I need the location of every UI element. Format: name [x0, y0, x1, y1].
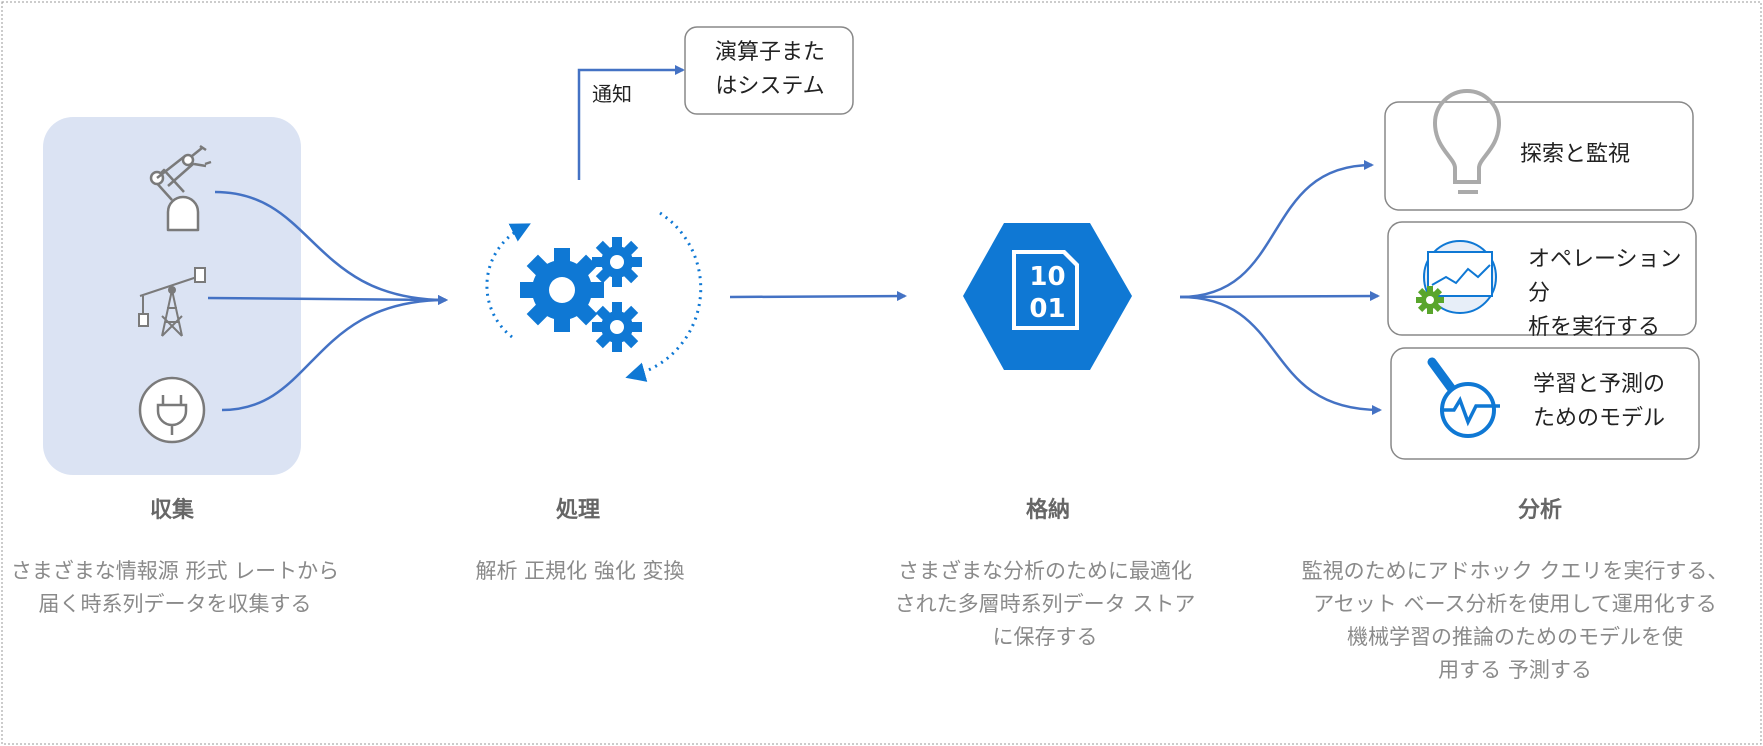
binary-digits-top: 10 [1029, 262, 1066, 292]
analysis-label-operations: オペレーション分 析を実行する [1528, 247, 1682, 340]
oil-pump-icon [138, 267, 206, 337]
analysis-label-explore: 探索と監視 [1520, 142, 1631, 167]
stage-desc-collect: さまざまな情報源 形式 レートから 届く時系列データを収集する [10, 559, 340, 616]
collect-arrow-bottom [221, 295, 448, 412]
stage-desc-process: 解析 正規化 強化 変換 [475, 559, 685, 583]
stage-title-process: 処理 [555, 498, 600, 523]
binary-storage-icon [963, 223, 1132, 370]
collect-arrow-middle [207, 294, 448, 305]
robot-arm-icon [149, 144, 212, 232]
dashboard-chart-icon [1416, 240, 1497, 314]
binary-digits-bottom: 01 [1029, 294, 1066, 324]
operator-box [684, 26, 854, 115]
store-arrow-bottom [1179, 295, 1382, 415]
stage-title-store: 格納 [1025, 498, 1070, 523]
stage-desc-analyze: 監視のためにアドホック クエリを実行する、 アセット ベース分析を使用して運用化… [1301, 559, 1729, 682]
stage-desc-store: さまざまな分析のために最適化 された多層時系列データ ストア に保存する [894, 559, 1196, 649]
stage-title-analyze: 分析 [1517, 498, 1562, 523]
process-to-store-arrow [729, 291, 907, 302]
collect-arrow-top [214, 190, 448, 305]
stage-title-collect: 収集 [149, 498, 194, 523]
operator-label: 演算子また はシステム [714, 40, 825, 99]
magnifier-pulse-icon [1427, 357, 1500, 438]
lightbulb-icon [1432, 89, 1502, 194]
store-arrow-top [1179, 160, 1374, 299]
gears-icon [485, 211, 703, 382]
analysis-label-models: 学習と予測の ためのモデル [1533, 372, 1666, 431]
store-arrow-middle [1179, 291, 1380, 302]
notify-label: 通知 [592, 82, 632, 106]
power-plug-icon [138, 376, 206, 444]
collect-panel [43, 117, 301, 475]
notify-arrow [577, 65, 685, 180]
